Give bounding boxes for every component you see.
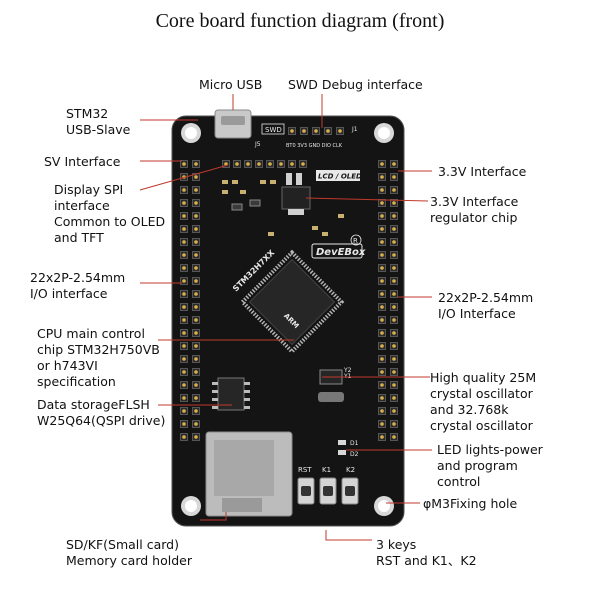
label-crystal: High quality 25M crystal oscillator and … (430, 370, 537, 433)
label-3v3-regulator: 3.3V Interface regulator chip (430, 194, 519, 225)
key-rst (297, 477, 315, 505)
j5-silk: J5 (254, 141, 261, 148)
label-micro-usb: Micro USB (199, 77, 263, 92)
label-led: LED lights-power and program control (437, 442, 543, 489)
label-display-spi: Display SPI interface Common to OLED and… (54, 182, 166, 245)
label-swd-debug: SWD Debug interface (288, 77, 423, 92)
key-k1 (319, 477, 337, 505)
lcd-oled-silk: LCD / OLED (318, 173, 362, 181)
label-keys: 3 keys RST and K1、K2 (376, 537, 477, 568)
rst-silk: RST (298, 466, 312, 474)
swd-pin-labels: BT0 3V3 GND DIO CLK (286, 143, 343, 149)
crystal-32k (318, 392, 344, 402)
d2-silk: D2 (350, 451, 359, 458)
regulator-chip (281, 186, 311, 210)
key-k2 (341, 477, 359, 505)
d1-silk: D1 (350, 440, 359, 447)
smd-components-top (222, 180, 344, 236)
label-flash: Data storageFLSH W25Q64(QSPI drive) (37, 397, 166, 428)
led-d2 (338, 450, 346, 455)
label-cpu: CPU main control chip STM32H750VB or h74… (37, 326, 160, 389)
cpu-chip: ARM (239, 249, 345, 355)
label-io-left: 22x2P-2.54mm I/O interface (30, 270, 126, 301)
mounting-holes (181, 123, 394, 516)
k2-silk: K2 (346, 466, 355, 474)
io-header-left (180, 160, 200, 441)
io-header-right (378, 160, 398, 441)
led-d1 (338, 440, 346, 445)
swd-silk: SWD (265, 126, 282, 134)
brand-silk: DevEBox (316, 247, 366, 258)
label-3v3-interface: 3.3V Interface (438, 164, 527, 179)
label-io-right: 22x2P-2.54mm I/O Interface (438, 290, 534, 321)
label-fixing-hole: φM3Fixing hole (423, 496, 518, 511)
swd-header (288, 127, 344, 135)
diagram-title: Core board function diagram (front) (155, 10, 445, 32)
leader-lines (139, 94, 432, 541)
y2-silk: Y2 (343, 367, 352, 374)
label-sv-interface: SV Interface (44, 154, 121, 169)
lcd-header (222, 160, 307, 168)
label-stm32-usb-slave: STM32 USB-Slave (66, 106, 131, 137)
label-sd-card: SD/KF(Small card) Memory card holder (66, 537, 192, 568)
registered-mark: R (353, 237, 358, 245)
k1-silk: K1 (322, 466, 331, 474)
j1-silk: J1 (351, 126, 358, 133)
